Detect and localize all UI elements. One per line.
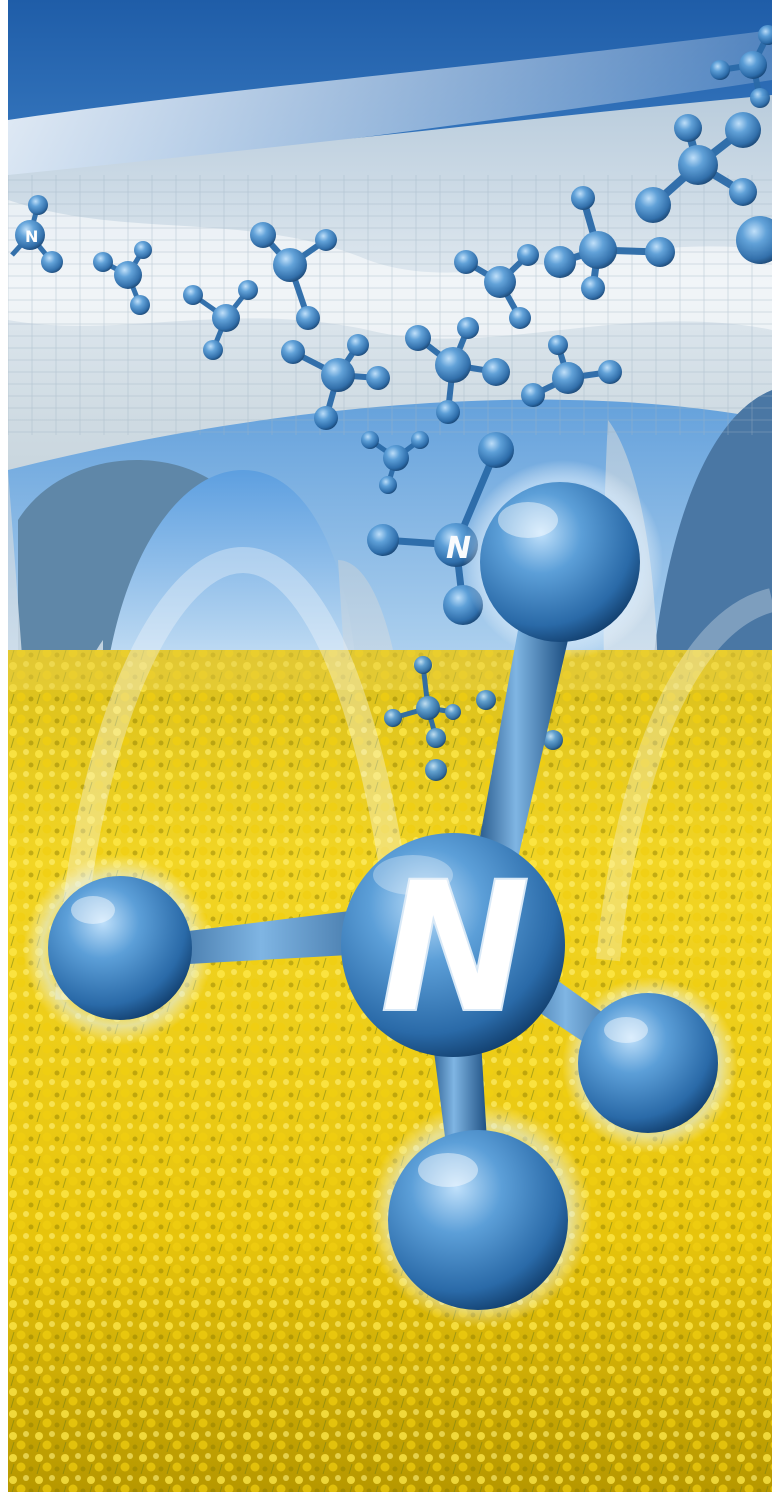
ammonia-aqueduct-scene: N [8, 0, 772, 1492]
small-molecule [635, 112, 761, 223]
small-molecule [405, 317, 510, 424]
transparent-arch-overlay [55, 546, 421, 1002]
small-molecule [384, 656, 461, 748]
hydrogen-atom-right [578, 993, 718, 1133]
small-molecule [710, 25, 772, 108]
small-molecule [544, 186, 675, 300]
small-molecule-chain: N [10, 25, 772, 781]
arch-opening-left-inner [103, 470, 358, 700]
hydrogen-atom-left [48, 876, 192, 1020]
small-molecule [454, 244, 539, 329]
small-molecule [281, 334, 390, 430]
atom-label-small: N [25, 227, 38, 246]
hydrogen-atom-bottom [388, 1130, 568, 1310]
nitrogen-atom [341, 833, 565, 1057]
small-molecule [183, 280, 258, 360]
left-white-margin [0, 0, 8, 1492]
nitrogen-label: N [380, 844, 531, 1053]
small-molecule [521, 335, 622, 407]
small-molecule: N [10, 195, 63, 273]
small-molecule [361, 431, 429, 494]
haze-streak [8, 30, 772, 185]
hydrogen-atom-top [480, 482, 640, 642]
small-molecule [250, 222, 337, 330]
small-molecule [93, 241, 152, 315]
large-ammonia-molecule: N [23, 460, 738, 1327]
arch-opening-right [648, 390, 772, 720]
poster-illustration: N [8, 0, 772, 1492]
